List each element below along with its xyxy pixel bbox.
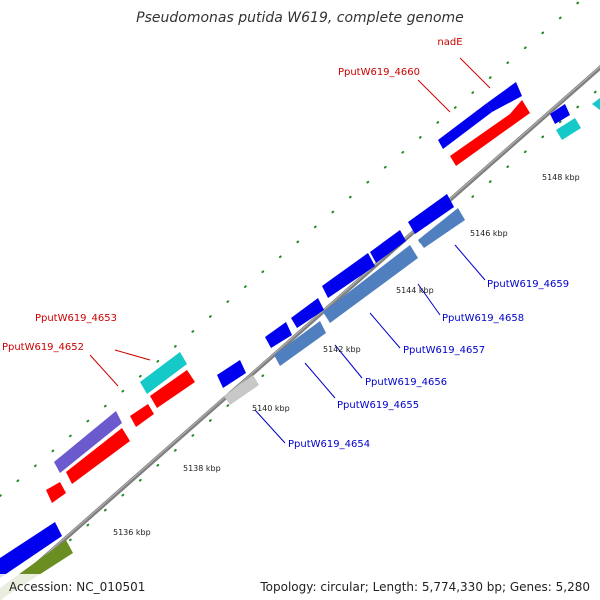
tick-label-5148: 5148 kbp bbox=[542, 173, 580, 182]
map-footer: Accession: NC_010501 Topology: circular;… bbox=[0, 574, 600, 600]
gene-features bbox=[0, 82, 600, 600]
gene-arrow-blue-mid-4655[interactable] bbox=[265, 322, 292, 348]
gene-arrow-PputW619_4660[interactable] bbox=[438, 103, 492, 149]
gene-arrow-blue-mid-4656[interactable] bbox=[291, 298, 324, 328]
tick-label-5142: 5142 kbp bbox=[323, 345, 361, 354]
gene-arrow-steel-4657[interactable] bbox=[323, 245, 418, 323]
gene-arrow-red-4652[interactable] bbox=[66, 428, 130, 484]
label-PputW619_4653[interactable]: PputW619_4653 bbox=[35, 313, 117, 324]
label-nadE[interactable]: nadE bbox=[437, 37, 462, 48]
genome-summary-text: Topology: circular; Length: 5,774,330 bp… bbox=[260, 580, 590, 594]
gene-arrow-steel-4659[interactable] bbox=[418, 208, 465, 248]
map-title: Pseudomonas putida W619, complete genome bbox=[136, 10, 464, 26]
tick-label-5146: 5146 kbp bbox=[470, 229, 508, 238]
gene-arrow-grey-4654[interactable] bbox=[224, 375, 259, 405]
label-PputW619_4657[interactable]: PputW619_4657 bbox=[403, 345, 485, 356]
label-PputW619_4652[interactable]: PputW619_4652 bbox=[2, 342, 84, 353]
tick-label-5138: 5138 kbp bbox=[183, 464, 221, 473]
tick-label-5136: 5136 kbp bbox=[113, 528, 151, 537]
label-PputW619_4656[interactable]: PputW619_4656 bbox=[365, 377, 447, 388]
accession-text: Accession: NC_010501 bbox=[9, 580, 146, 594]
gene-arrow-blue-mid-4657[interactable] bbox=[322, 253, 375, 298]
genome-backbone bbox=[0, 65, 600, 599]
label-PputW619_4654[interactable]: PputW619_4654 bbox=[288, 439, 370, 450]
gene-arrow-steel-4656[interactable] bbox=[274, 321, 326, 366]
gene-arrow-purple-4652[interactable] bbox=[54, 411, 122, 473]
gene-arrow-red-4660[interactable] bbox=[450, 100, 530, 166]
label-PputW619_4655[interactable]: PputW619_4655 bbox=[337, 400, 419, 411]
label-PputW619_4658[interactable]: PputW619_4658 bbox=[442, 313, 524, 324]
tick-label-5140: 5140 kbp bbox=[252, 404, 290, 413]
gene-arrow-red-4652b[interactable] bbox=[46, 482, 66, 503]
gene-arrow-cyan-right[interactable] bbox=[556, 118, 581, 140]
label-PputW619_4659[interactable]: PputW619_4659 bbox=[487, 279, 569, 290]
gene-arrow-cyan-edge[interactable] bbox=[592, 98, 600, 110]
kbp-tick-labels: 5136 kbp 5138 kbp 5140 kbp 5142 kbp 5144… bbox=[113, 173, 580, 537]
gene-arrow-cyan-4653[interactable] bbox=[140, 352, 187, 394]
tick-label-5144: 5144 kbp bbox=[396, 286, 434, 295]
outer-tick-row bbox=[0, 0, 583, 497]
gene-arrow-blue-4654[interactable] bbox=[217, 360, 246, 388]
gene-arrow-red-4653b[interactable] bbox=[130, 404, 154, 427]
gene-arrow-nadE[interactable] bbox=[487, 82, 522, 112]
gene-arrow-blue-mid-4658[interactable] bbox=[370, 230, 406, 263]
label-leader-lines bbox=[89, 57, 491, 444]
label-PputW619_4660[interactable]: PputW619_4660 bbox=[338, 67, 420, 78]
gene-arrow-blue-right[interactable] bbox=[550, 104, 570, 124]
gene-arrow-red-4653[interactable] bbox=[150, 370, 195, 408]
gene-arrow-blue-mid-4659[interactable] bbox=[408, 194, 454, 234]
gene-arrow-blue-bottom[interactable] bbox=[0, 522, 62, 578]
